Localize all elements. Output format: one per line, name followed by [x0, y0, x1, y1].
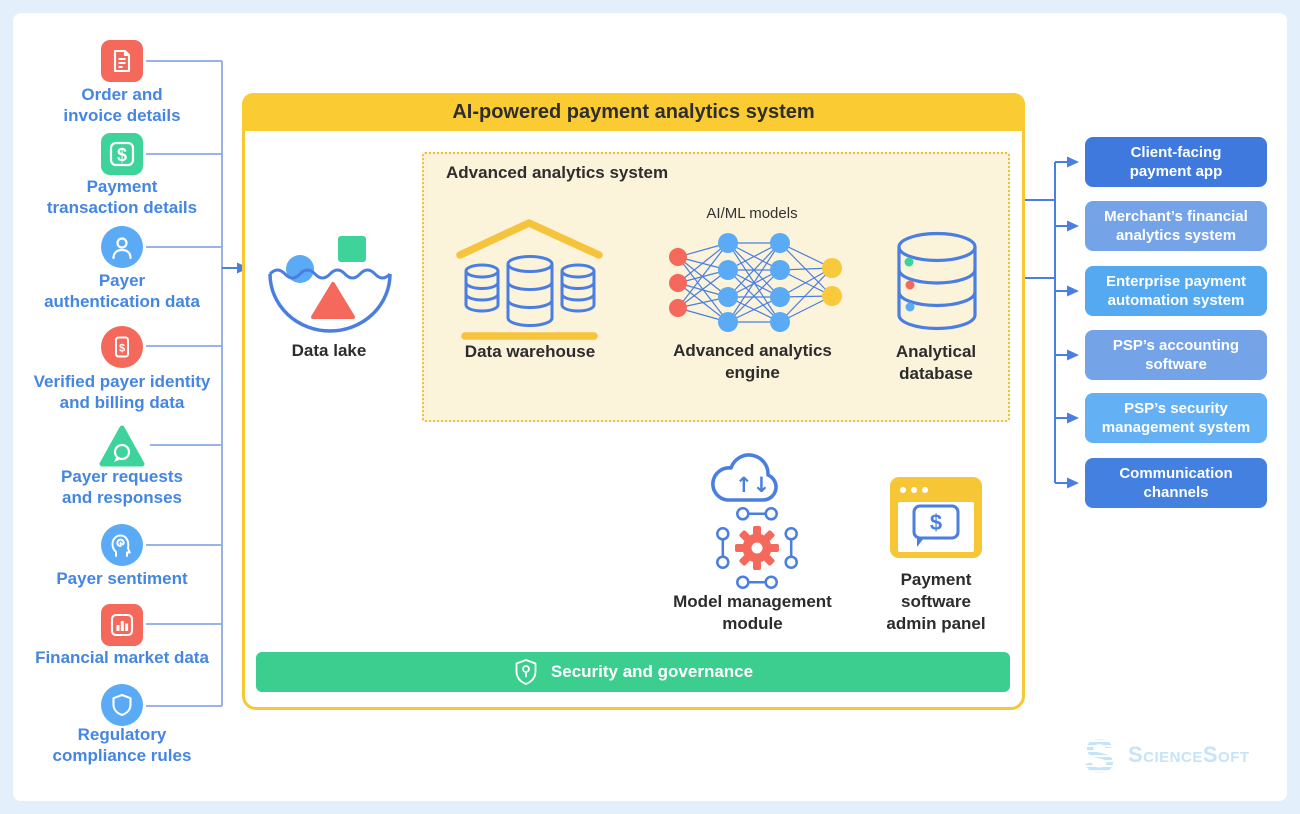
chat-bubble-icon [98, 424, 146, 468]
payment-window-icon: $ [890, 477, 982, 558]
cloud-gear-icon: ↑↓ [695, 448, 825, 598]
db-dot-green [904, 257, 914, 267]
admin-panel-label: Payment software admin panel [886, 570, 986, 633]
source-label: Regulatory compliance rules [52, 725, 192, 765]
analytics-engine-label: Advanced analytics engine [673, 341, 832, 382]
sciencesoft-logo-text: ScienceSoft [1128, 742, 1250, 767]
source-label: Financial market data [35, 648, 209, 667]
billing-document-icon: $ [101, 326, 143, 368]
consumer-box: PSP’s accounting software [1085, 330, 1267, 380]
consumer-box: Merchant’s financial analytics system [1085, 201, 1267, 251]
data-lake-label: Data lake [291, 341, 367, 360]
user-icon [101, 226, 143, 268]
svg-text:S: S [1084, 732, 1115, 778]
consumer-label: Merchant’s financial analytics system [1104, 208, 1248, 244]
consumer-label: PSP’s accounting software [1112, 337, 1240, 373]
sciencesoft-logo-mark: S [1084, 732, 1115, 778]
data-warehouse-label: Data warehouse [464, 342, 596, 361]
security-governance-label: Security and governance [550, 662, 754, 681]
svg-text:↑↓: ↑↓ [735, 473, 770, 497]
source-label: Payer sentiment [56, 569, 188, 588]
dollar-icon: $ [101, 133, 143, 175]
db-dot-red [905, 280, 915, 290]
system-title: AI-powered payment analytics system [452, 100, 815, 123]
consumer-label: Communication channels [1119, 465, 1233, 501]
warehouse-icon [452, 214, 607, 342]
data-lake-icon [260, 222, 400, 342]
security-governance-bar: Security and governance [256, 652, 1010, 692]
svg-text:$: $ [117, 145, 127, 165]
consumer-box: Communication channels [1085, 458, 1267, 508]
subsystem-title: Advanced analytics system [446, 163, 669, 182]
window-dots [900, 487, 928, 493]
source-label: Payer authentication data [44, 271, 200, 311]
source-label: Order and invoice details [63, 85, 181, 125]
sciencesoft-logo: S ScienceSoft [1082, 732, 1250, 778]
consumer-label: Enterprise payment automation system [1105, 273, 1247, 309]
source-label: Verified payer identity and billing data [33, 372, 211, 412]
consumer-label: Client-facing payment app [1129, 144, 1223, 180]
source-label: Payer requests and responses [61, 467, 183, 507]
svg-text:$: $ [119, 343, 125, 355]
document-icon [101, 40, 143, 82]
consumer-label: PSP’s security management system [1101, 400, 1251, 436]
db-dot-blue [905, 302, 915, 312]
sentiment-head-icon [101, 524, 143, 566]
source-label: Payment transaction details [46, 177, 198, 217]
database-icon [892, 226, 982, 336]
bar-chart-icon [101, 604, 143, 646]
consumer-box: PSP’s security management system [1085, 393, 1267, 443]
consumer-box: Client-facing payment app [1085, 137, 1267, 187]
ai-ml-models-label: AI/ML models [706, 205, 798, 222]
consumer-box: Enterprise payment automation system [1085, 266, 1267, 316]
shield-pin-icon [515, 659, 537, 685]
neural-network-icon [660, 228, 845, 338]
window-body: $ [898, 502, 974, 552]
analytical-database-label: Analytical database [895, 342, 977, 383]
shield-icon [101, 684, 143, 726]
svg-text:$: $ [930, 510, 942, 535]
system-title-bar: AI-powered payment analytics system [242, 93, 1025, 131]
model-management-label: Model management module [673, 592, 832, 633]
